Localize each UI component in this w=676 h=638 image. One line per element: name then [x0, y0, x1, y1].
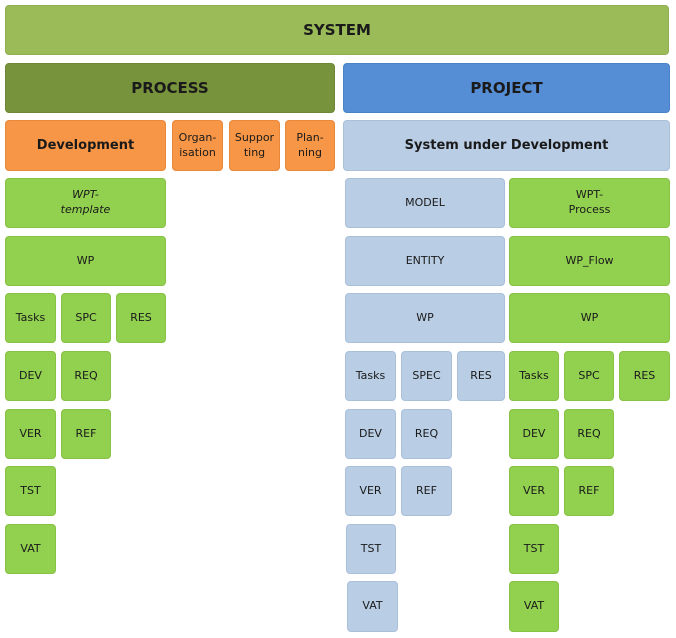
- sud-wp-box: WP: [345, 293, 505, 343]
- wpt-vat-box: VAT: [509, 581, 559, 632]
- supporting-box: Suppor ting: [229, 120, 280, 171]
- wpt-tst-box: TST: [509, 524, 559, 574]
- wpt-res-box: RES: [619, 351, 670, 401]
- system-box: SYSTEM: [5, 5, 669, 55]
- wpt-process-box: WPT- Process: [509, 178, 670, 228]
- sud-ver-box: VER: [345, 466, 396, 516]
- organisation-box: Organ- isation: [172, 120, 223, 171]
- process-ver-box: VER: [5, 409, 56, 459]
- wpt-ver-box: VER: [509, 466, 559, 516]
- entity-box: ENTITY: [345, 236, 505, 286]
- sud-tasks-box: Tasks: [345, 351, 396, 401]
- development-box: Development: [5, 120, 166, 171]
- sud-spec-box: SPEC: [401, 351, 452, 401]
- process-header: PROCESS: [5, 63, 335, 113]
- process-ref-box: REF: [61, 409, 111, 459]
- wpt-ref-box: REF: [564, 466, 614, 516]
- wpt-spc-box: SPC: [564, 351, 614, 401]
- wpt-wp-box: WP: [509, 293, 670, 343]
- process-spc-box: SPC: [61, 293, 111, 343]
- planning-box: Plan- ning: [285, 120, 335, 171]
- project-header: PROJECT: [343, 63, 670, 113]
- process-tasks-box: Tasks: [5, 293, 56, 343]
- model-box: MODEL: [345, 178, 505, 228]
- process-tst-box: TST: [5, 466, 56, 516]
- sud-ref-box: REF: [401, 466, 452, 516]
- process-dev-box: DEV: [5, 351, 56, 401]
- sud-res-box: RES: [457, 351, 505, 401]
- process-req-box: REQ: [61, 351, 111, 401]
- process-vat-box: VAT: [5, 524, 56, 574]
- system-under-development-box: System under Development: [343, 120, 670, 171]
- wpt-req-box: REQ: [564, 409, 614, 459]
- process-wp-box: WP: [5, 236, 166, 286]
- sud-tst-box: TST: [346, 524, 396, 574]
- wpt-tasks-box: Tasks: [509, 351, 559, 401]
- sud-vat-box: VAT: [347, 581, 398, 632]
- wpt-dev-box: DEV: [509, 409, 559, 459]
- sud-req-box: REQ: [401, 409, 452, 459]
- sud-dev-box: DEV: [345, 409, 396, 459]
- wp-flow-box: WP_Flow: [509, 236, 670, 286]
- process-res-box: RES: [116, 293, 166, 343]
- wpt-template-box: WPT- template: [5, 178, 166, 228]
